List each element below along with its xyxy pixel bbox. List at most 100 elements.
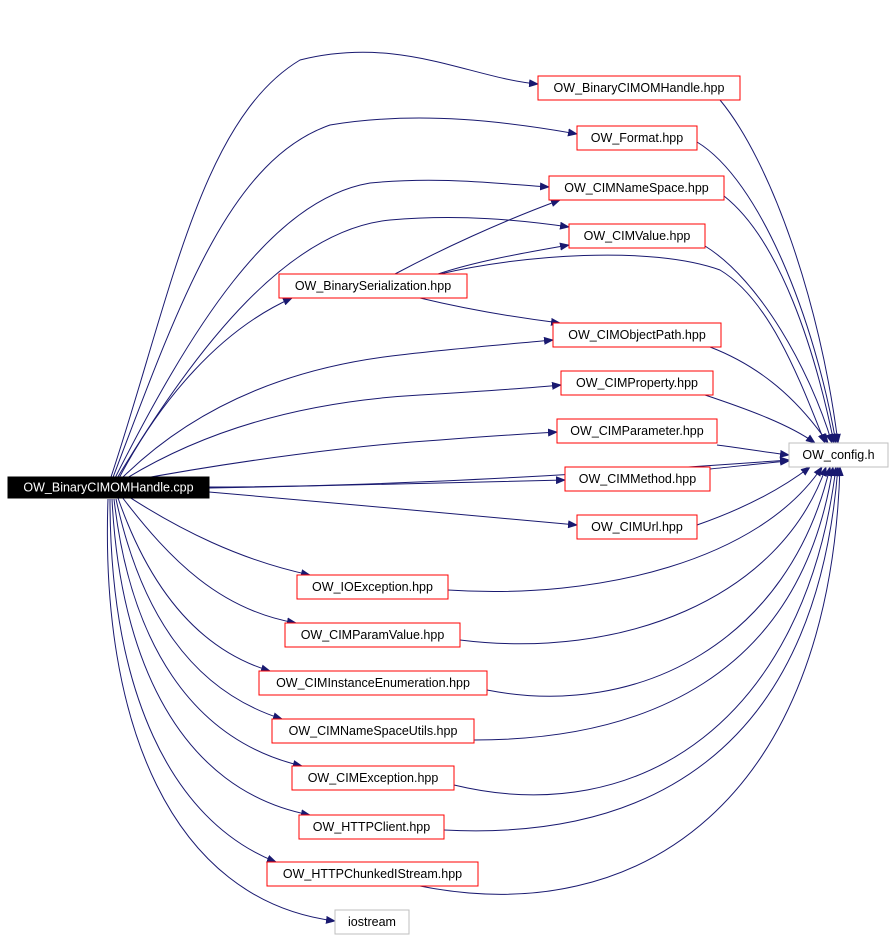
nodes-layer: OW_BinaryCIMOMHandle.cpp OW_BinaryCIMOMHa… — [7, 75, 889, 935]
node-box-ioe — [296, 574, 449, 600]
node-label-fmt: OW_Format.hpp — [591, 131, 683, 145]
node-box-cfg — [788, 442, 889, 468]
edge-nsu-to-cfg — [473, 466, 836, 741]
edge-root-to-nsu — [115, 498, 283, 721]
node-nsu[interactable]: OW_CIMNameSpaceUtils.hpp — [271, 718, 475, 744]
node-label-ie: OW_CIMInstanceEnumeration.hpp — [276, 676, 470, 690]
node-ioe[interactable]: OW_IOException.hpp — [296, 574, 449, 600]
node-box-op — [552, 322, 722, 348]
node-ie[interactable]: OW_CIMInstanceEnumeration.hpp — [258, 670, 488, 696]
node-url[interactable]: OW_CIMUrl.hpp — [576, 514, 698, 540]
edge-root-to-val — [115, 217, 570, 481]
edge-meth-to-cfg — [709, 457, 790, 470]
edge-root-to-exc — [113, 498, 303, 768]
edge-url-to-cfg — [696, 466, 811, 526]
node-box-bch — [537, 75, 741, 101]
edge-ns-to-cfg — [723, 195, 837, 444]
node-param[interactable]: OW_CIMParameter.hpp — [556, 418, 718, 444]
node-label-exc: OW_CIMException.hpp — [308, 771, 439, 785]
node-cfg[interactable]: OW_config.h — [788, 442, 889, 468]
node-ns[interactable]: OW_CIMNameSpace.hpp — [548, 175, 725, 201]
node-pv[interactable]: OW_CIMParamValue.hpp — [284, 622, 461, 648]
edge-bs-to-cfg — [439, 254, 826, 444]
node-box-val — [568, 223, 706, 249]
node-box-ios — [334, 909, 410, 935]
node-prop[interactable]: OW_CIMProperty.hpp — [560, 370, 714, 396]
edge-bch-to-cfg — [719, 99, 841, 444]
node-exc[interactable]: OW_CIMException.hpp — [291, 765, 455, 791]
node-box-pv — [284, 622, 461, 648]
node-label-ns: OW_CIMNameSpace.hpp — [564, 181, 709, 195]
edge-root-to-ios — [106, 498, 336, 924]
node-box-exc — [291, 765, 455, 791]
node-bs[interactable]: OW_BinarySerialization.hpp — [278, 273, 468, 299]
edges-layer — [106, 51, 844, 924]
node-http[interactable]: OW_HTTPClient.hpp — [298, 814, 445, 840]
node-label-op: OW_CIMObjectPath.hpp — [568, 328, 706, 342]
edge-ie-to-cfg — [486, 466, 832, 697]
edge-pv-to-cfg — [459, 466, 827, 645]
node-label-http: OW_HTTPClient.hpp — [313, 820, 430, 834]
node-box-url — [576, 514, 698, 540]
node-label-val: OW_CIMValue.hpp — [584, 229, 691, 243]
node-label-root: OW_BinaryCIMOMHandle.cpp — [23, 481, 193, 495]
edge-root-to-bch — [109, 51, 539, 481]
edge-root-to-pv — [121, 496, 297, 626]
edge-root-to-ioe — [125, 494, 311, 578]
edge-root-to-fmt — [111, 117, 578, 481]
node-bch[interactable]: OW_BinaryCIMOMHandle.hpp — [537, 75, 741, 101]
node-op[interactable]: OW_CIMObjectPath.hpp — [552, 322, 722, 348]
node-box-nsu — [271, 718, 475, 744]
edge-root-to-prop — [121, 381, 562, 482]
node-box-ie — [258, 670, 488, 696]
node-label-ioe: OW_IOException.hpp — [312, 580, 433, 594]
edge-val-to-cfg — [704, 245, 834, 444]
edge-bs-to-val — [437, 242, 570, 275]
node-label-param: OW_CIMParameter.hpp — [570, 424, 703, 438]
node-label-bs: OW_BinarySerialization.hpp — [295, 279, 451, 293]
edge-op-to-cfg — [709, 346, 829, 444]
edge-http-to-cfg — [443, 466, 842, 832]
node-root: OW_BinaryCIMOMHandle.cpp — [7, 476, 210, 499]
edge-fmt-to-cfg — [696, 141, 839, 444]
edge-root-to-ns — [113, 179, 550, 481]
node-box-param — [556, 418, 718, 444]
node-chk[interactable]: OW_HTTPChunkedIStream.hpp — [266, 861, 479, 887]
node-box-http — [298, 814, 445, 840]
node-box-meth — [564, 466, 711, 492]
node-box-root — [7, 476, 210, 499]
node-box-ns — [548, 175, 725, 201]
node-label-ios: iostream — [348, 915, 396, 929]
node-ios[interactable]: iostream — [334, 909, 410, 935]
edge-root-to-bs — [117, 297, 293, 481]
edge-param-to-cfg — [716, 444, 790, 458]
node-box-bs — [278, 273, 468, 299]
edge-root-to-url — [208, 491, 578, 529]
node-label-meth: OW_CIMMethod.hpp — [579, 472, 696, 486]
node-label-pv: OW_CIMParamValue.hpp — [301, 628, 445, 642]
node-label-chk: OW_HTTPChunkedIStream.hpp — [283, 867, 462, 881]
node-label-nsu: OW_CIMNameSpaceUtils.hpp — [289, 724, 458, 738]
node-box-fmt — [576, 125, 698, 151]
node-fmt[interactable]: OW_Format.hpp — [576, 125, 698, 151]
edge-root-to-http — [111, 498, 311, 818]
node-label-prop: OW_CIMProperty.hpp — [576, 376, 698, 390]
node-box-prop — [560, 370, 714, 396]
edge-root-to-meth — [208, 476, 566, 489]
edge-root-to-op — [119, 336, 554, 481]
edge-bs-to-ns — [394, 199, 561, 275]
edge-bs-to-op — [419, 297, 561, 326]
node-meth[interactable]: OW_CIMMethod.hpp — [564, 466, 711, 492]
edge-ioe-to-cfg — [447, 466, 823, 592]
edge-chk-to-cfg — [419, 466, 844, 895]
edge-prop-to-cfg — [704, 394, 816, 444]
edge-root-to-param — [123, 428, 558, 483]
node-val[interactable]: OW_CIMValue.hpp — [568, 223, 706, 249]
node-label-bch: OW_BinaryCIMOMHandle.hpp — [554, 81, 725, 95]
edge-exc-to-cfg — [453, 466, 839, 796]
node-box-chk — [266, 861, 479, 887]
edge-root-to-chk — [109, 498, 277, 863]
edge-root-to-ie — [117, 497, 271, 673]
node-label-url: OW_CIMUrl.hpp — [591, 520, 683, 534]
